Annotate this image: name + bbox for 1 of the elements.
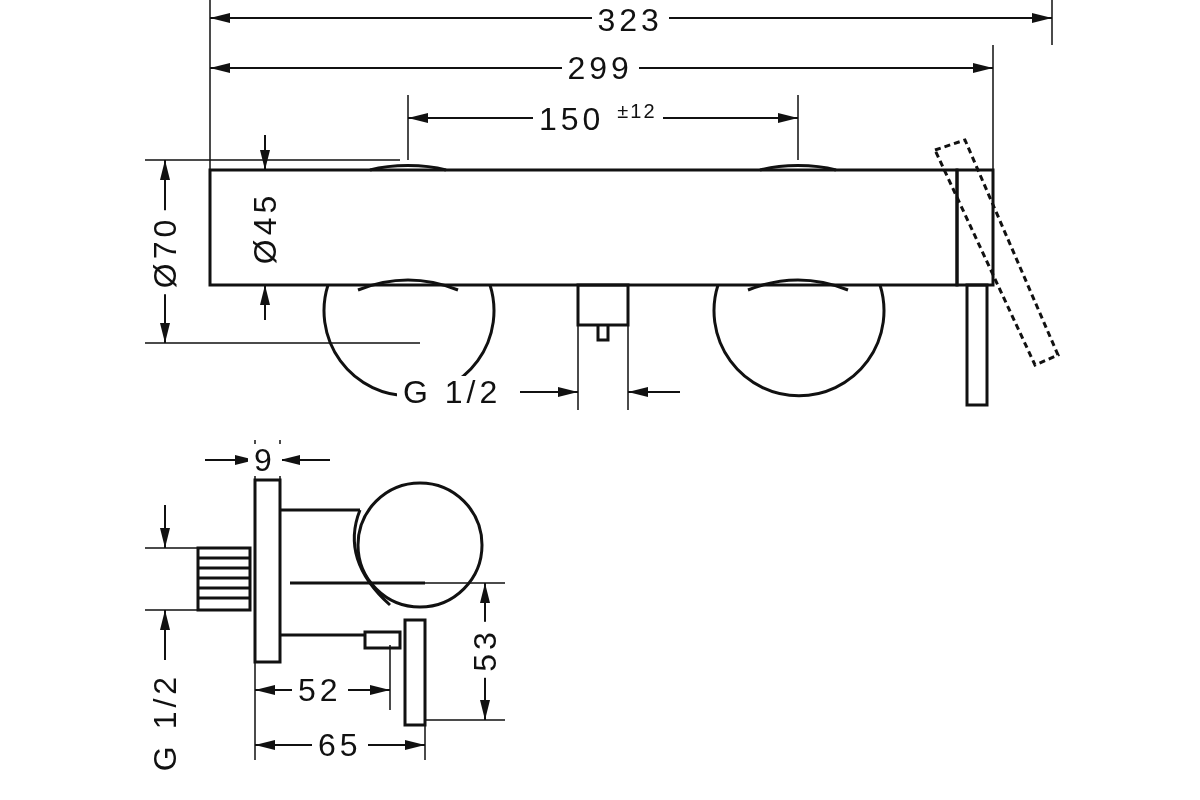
dimension-value: 9 (248, 444, 282, 476)
